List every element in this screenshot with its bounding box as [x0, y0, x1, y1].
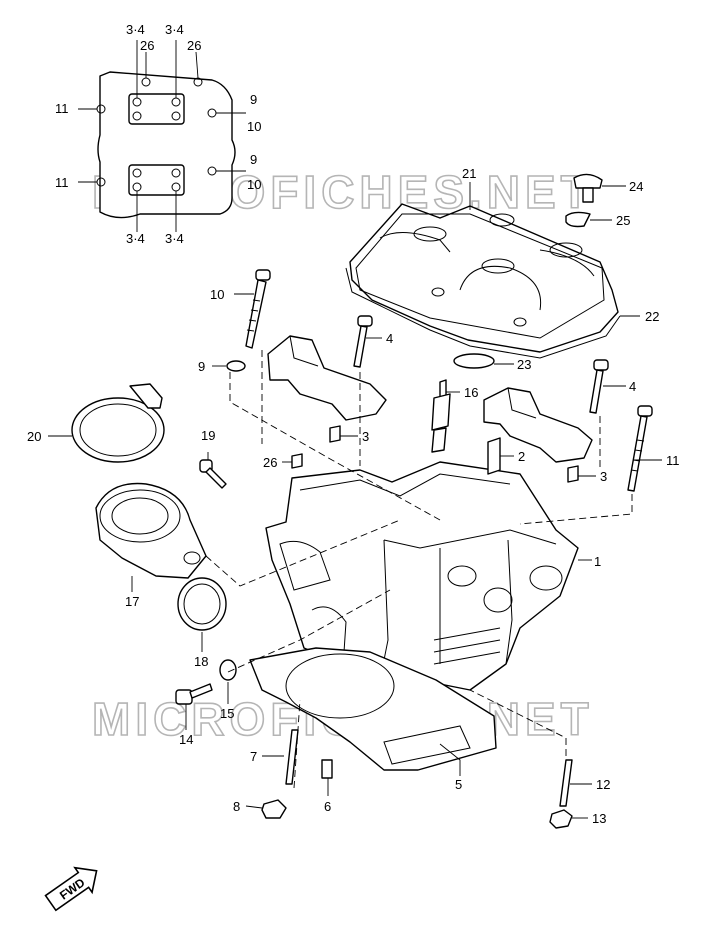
spark-plug [431, 379, 451, 453]
screw-19 [199, 459, 227, 489]
callout-leaders [48, 182, 662, 819]
callout-21: 21 [462, 166, 476, 181]
stud-7 [285, 729, 299, 785]
bolt-4-right [589, 359, 609, 414]
inset-label-3-4-top-left: 3·4 [126, 22, 145, 37]
callout-17: 17 [125, 594, 139, 609]
callout-8: 8 [233, 799, 240, 814]
dowel-26 [291, 453, 303, 469]
callout-6: 6 [324, 799, 331, 814]
callout-14: 14 [179, 732, 193, 747]
inset-label-3-4-top-right: 3·4 [165, 22, 184, 37]
nut-8 [261, 799, 287, 819]
callout-13: 13 [592, 811, 606, 826]
bolt-11 [627, 405, 653, 492]
inset-label-9-bottom: 9 [250, 152, 257, 167]
bolt-10 [245, 269, 271, 349]
callout-3-right: 3 [600, 469, 607, 484]
camshaft-holder-left [267, 335, 387, 421]
callout-3-left: 3 [362, 429, 369, 444]
cover-washer [565, 211, 591, 228]
callout-7: 7 [250, 749, 257, 764]
callout-24: 24 [629, 179, 643, 194]
inset-label-11-bottom: 11 [55, 175, 69, 190]
nut-13 [549, 809, 573, 829]
callout-25: 25 [616, 213, 630, 228]
intake-pipe [95, 482, 207, 579]
inset-label-3-4-bottom-right: 3·4 [165, 231, 184, 246]
plug-seal-gasket [453, 353, 495, 369]
inset-label-10-bottom: 10 [247, 177, 261, 192]
cylinder-head-gasket [249, 647, 497, 771]
washer-9 [226, 360, 246, 372]
intake-clamp [71, 383, 165, 463]
callout-22: 22 [645, 309, 659, 324]
bolt-14 [175, 683, 213, 705]
callout-2: 2 [518, 449, 525, 464]
callout-12: 12 [596, 777, 610, 792]
callout-5: 5 [455, 777, 462, 792]
cover-bolt [573, 173, 603, 203]
callout-19: 19 [201, 428, 215, 443]
inset-label-11-top: 11 [55, 101, 69, 116]
callout-4-upper: 4 [386, 331, 393, 346]
dowel-6 [321, 759, 333, 779]
callout-1: 1 [594, 554, 601, 569]
bolt-4-upper [353, 315, 373, 368]
camshaft-holder-right [483, 387, 593, 463]
inset-label-9-top: 9 [250, 92, 257, 107]
pipe-2 [487, 437, 501, 475]
callout-16: 16 [464, 385, 478, 400]
callout-11: 11 [666, 453, 680, 468]
o-ring-18 [177, 577, 227, 631]
fwd-arrow-icon: FWD [44, 866, 98, 912]
callout-23: 23 [517, 357, 531, 372]
dowel-3-right [567, 465, 579, 483]
callout-26: 26 [263, 455, 277, 470]
stud-12 [559, 759, 573, 807]
head-cover-gasket [345, 267, 621, 359]
dowel-3-left [329, 425, 341, 443]
inset-label-26-left: 26 [140, 38, 154, 53]
callout-4-right: 4 [629, 379, 636, 394]
callout-18: 18 [194, 654, 208, 669]
inset-label-10-top: 10 [247, 119, 261, 134]
inset-label-26-right: 26 [187, 38, 201, 53]
callout-10: 10 [210, 287, 224, 302]
washer-15 [219, 659, 237, 681]
callout-20: 20 [27, 429, 41, 444]
tightening-sequence-inset [78, 40, 246, 232]
callout-9: 9 [198, 359, 205, 374]
assembly-dash-lines [205, 350, 633, 789]
callout-15: 15 [220, 706, 234, 721]
cylinder-head-cover [349, 203, 619, 353]
inset-label-3-4-bottom-left: 3·4 [126, 231, 145, 246]
